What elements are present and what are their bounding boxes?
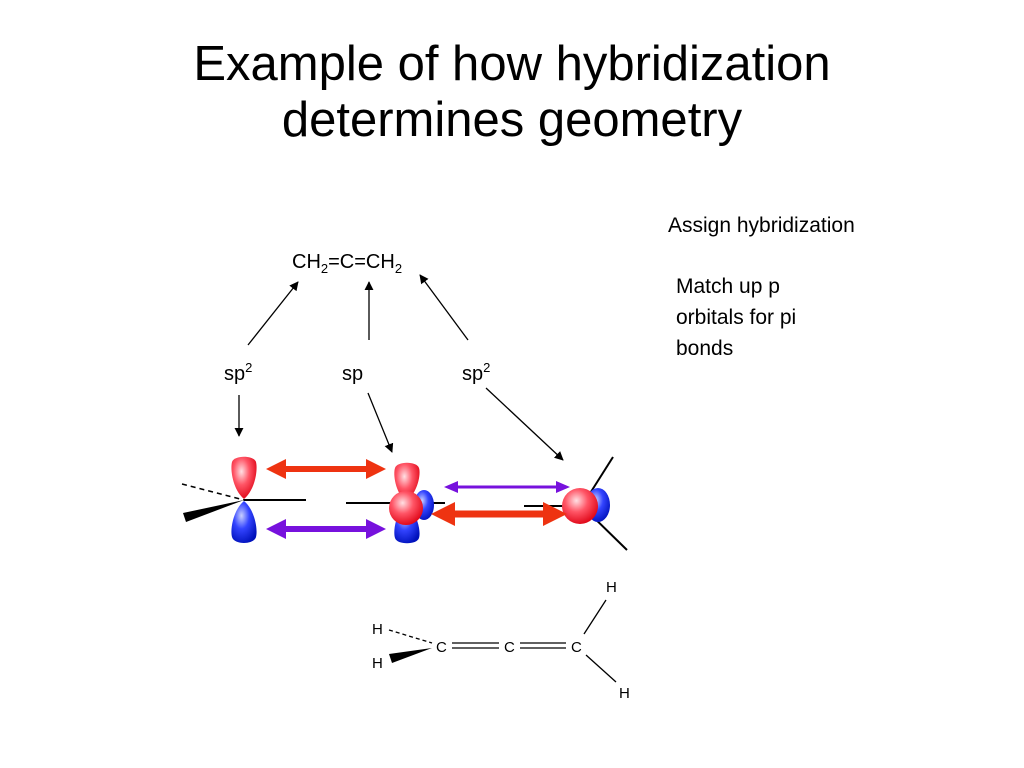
bond-c-h-lower-right <box>585 654 617 683</box>
right-carbon-orbitals <box>524 456 628 551</box>
bond-wedge-h-c <box>389 648 432 663</box>
middle-carbon-orbitals <box>346 462 445 544</box>
middle-p-orbital-front-lobe <box>389 491 423 525</box>
orange-overlap-arrow-top <box>266 459 386 479</box>
atom-c-left: C <box>436 639 447 656</box>
purple-overlap-arrow-bottom <box>266 519 386 539</box>
title-line-2: determines geometry <box>281 93 743 147</box>
pointer-arrow-middle-to-orbital <box>367 392 394 453</box>
hybridization-label-left: sp2 <box>224 360 252 385</box>
hybridization-label-middle: sp <box>342 363 363 385</box>
atom-h-lower-left: H <box>372 655 383 672</box>
slide-title: Example of how hybridization determines … <box>0 36 1024 148</box>
pointer-arrow-right-to-formula <box>419 274 469 341</box>
bond-c-h-upper-right <box>583 599 607 635</box>
atom-c-right: C <box>571 639 582 656</box>
right-p-orbital-front-lobe <box>562 488 598 524</box>
left-carbon-orbitals <box>181 456 306 543</box>
atom-h-lower-right: H <box>619 685 630 702</box>
bond-dashed-h-c <box>388 629 433 644</box>
left-p-orbital-bottom-lobe <box>231 501 257 543</box>
pointer-arrow-left-to-formula <box>247 281 299 346</box>
left-p-orbital-top-lobe <box>231 456 257 499</box>
atom-h-upper-left: H <box>372 621 383 638</box>
left-carbon-dashed-bond <box>181 483 245 501</box>
orange-overlap-arrow-lower-right <box>431 502 567 526</box>
atom-h-upper-right: H <box>606 579 617 596</box>
assign-hybridization-note: Assign hybridization <box>668 214 855 237</box>
left-carbon-wedge-bond <box>183 500 244 522</box>
purple-overlap-arrow-upper-right <box>444 481 570 493</box>
match-p-orbitals-note: Match up p orbitals for pi bonds <box>676 275 797 360</box>
title-line-1: Example of how hybridization <box>193 37 831 91</box>
atom-c-middle: C <box>504 639 515 656</box>
pointer-arrow-right-to-orbital <box>485 387 564 461</box>
allene-formula: CH2=C=CH2 <box>292 251 402 276</box>
allene-structure: H H C C C H H <box>372 579 630 702</box>
hybridization-label-right: sp2 <box>462 360 490 385</box>
